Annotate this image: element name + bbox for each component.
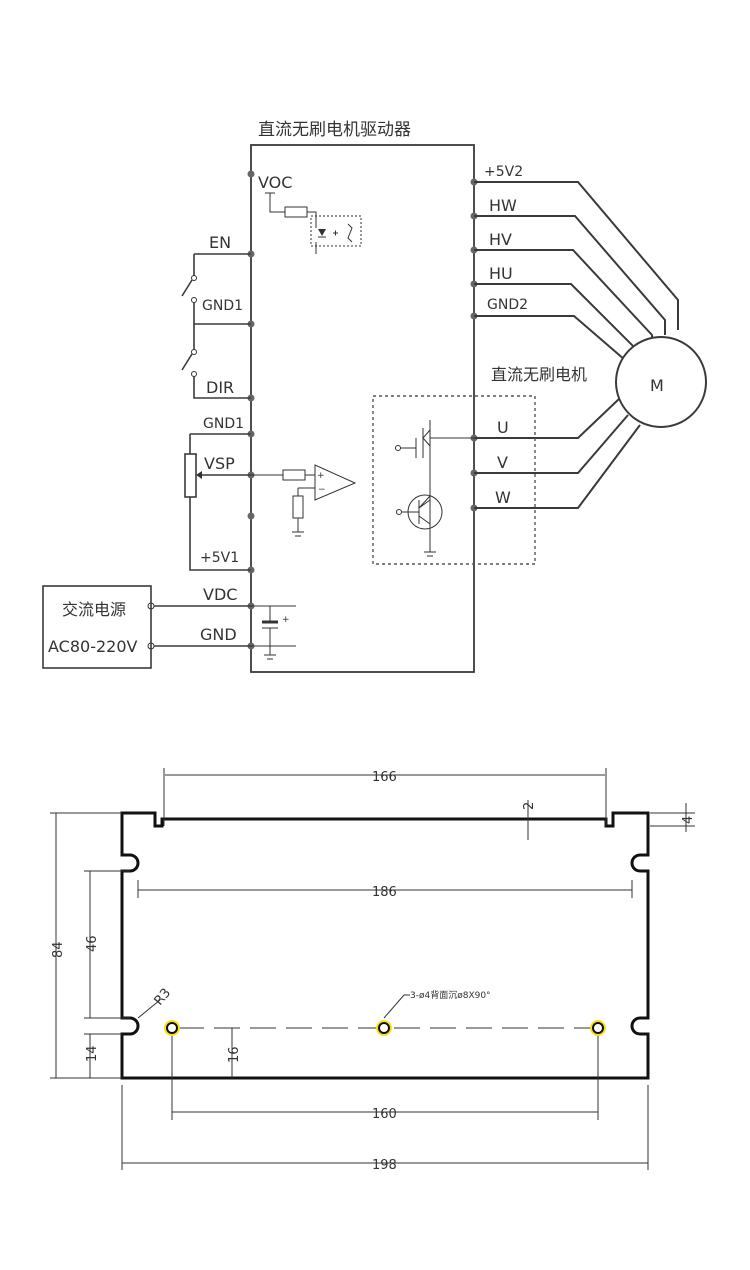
label-u: U [497,418,509,437]
dim-198: 198 [372,1158,397,1173]
label-v: V [497,453,508,472]
label-voc: VOC [258,173,292,192]
phase-wires [474,397,641,509]
label-w: W [495,488,511,507]
dim-84: 84 [51,941,66,958]
label-gnd2: GND2 [487,297,528,313]
svg-text:−: − [318,485,326,495]
power-stage [372,395,536,565]
plate-outline [120,811,650,1080]
bus-capacitor: + [251,605,296,660]
dim-160: 160 [372,1107,397,1122]
label-hu: HU [489,264,513,283]
motor-title: 直流无刷电机 [491,365,587,384]
motor: M [615,336,707,428]
label-gnd1-a: GND1 [202,298,243,314]
switch-wiring [181,253,251,399]
label-hw: HW [489,196,517,215]
voc-optocoupler [265,192,362,254]
label-en: EN [209,233,231,252]
label-5v1: +5V1 [200,550,239,566]
label-vdc: VDC [203,585,237,604]
label-5v2: +5V2 [484,164,523,180]
label-hv: HV [489,230,512,249]
power-label-1: 交流电源 [62,600,126,619]
hall-wires [474,181,679,361]
driver-title: 直流无刷电机驱动器 [258,120,411,140]
driver-box [250,144,475,673]
mechanical-drawing: 166 186 160 198 84 46 14 16 2 4 R3 3-ø4背… [50,768,696,1173]
dimension-lines [50,768,695,1170]
dim-2: 2 [522,802,537,810]
label-vsp: VSP [204,454,235,473]
opamp-circuit: + − [251,464,357,537]
mounting-holes [164,1020,606,1036]
power-label-2: AC80-220V [48,637,138,656]
dim-14: 14 [85,1045,100,1062]
motor-symbol: M [650,376,664,395]
label-gnd1-b: GND1 [203,416,244,432]
radius-r3: R3 [152,986,175,1009]
power-box: 交流电源 AC80-220V [42,585,251,669]
dim-166: 166 [372,770,397,785]
label-gnd: GND [200,625,237,644]
vsp-potentiometer [184,433,251,571]
dim-4: 4 [681,816,696,824]
dim-16: 16 [227,1046,242,1063]
hole-note: 3-ø4背面沉ø8X90° [410,989,491,1001]
svg-text:+: + [317,471,325,481]
dim-186: 186 [372,885,397,900]
wiring-diagram: 直流无刷电机驱动器 VOC EN [42,120,707,673]
label-dir: DIR [206,378,234,397]
svg-text:+: + [282,615,290,625]
dim-46: 46 [85,935,100,952]
